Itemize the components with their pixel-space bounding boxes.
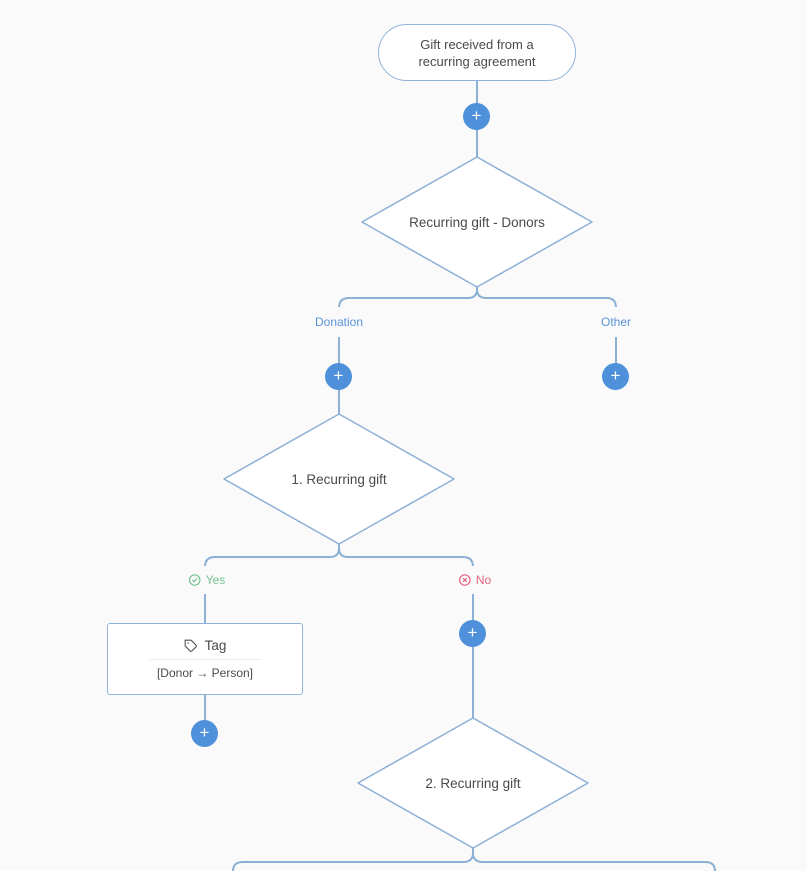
branch-label-donation: Donation — [307, 307, 371, 337]
add-step-button-yes-branch[interactable]: + — [191, 720, 218, 747]
branch-label-other: Other — [593, 307, 639, 337]
add-step-button-other[interactable]: + — [602, 363, 629, 390]
decision-node-recurring-1-label: 1. Recurring gift — [291, 471, 387, 487]
plus-icon: + — [467, 622, 478, 642]
outcome-label-yes-text: Yes — [205, 573, 226, 587]
outcome-label-no-text: No — [475, 573, 492, 587]
diamond-shape — [361, 156, 593, 288]
decision-node-recurring-1[interactable]: 1. Recurring gift — [221, 412, 457, 546]
tag-icon — [184, 639, 197, 652]
plus-icon: + — [610, 365, 621, 385]
add-step-button-donation[interactable]: + — [325, 363, 352, 390]
trigger-node-label: Gift received from a recurring agreement — [418, 36, 536, 69]
action-node-divider — [149, 659, 261, 660]
decision-node-recurring-2-label: 2. Recurring gift — [425, 775, 521, 791]
action-node-tag[interactable]: Tag [Donor → Person] — [107, 623, 303, 695]
decision-node-recurring-2[interactable]: 2. Recurring gift — [355, 716, 591, 850]
decision-node-donors[interactable]: Recurring gift - Donors — [359, 155, 595, 289]
plus-icon: + — [199, 722, 210, 742]
check-circle-icon — [188, 574, 201, 586]
add-step-button-trigger[interactable]: + — [463, 103, 490, 130]
decision-node-donors-label: Recurring gift - Donors — [409, 214, 545, 230]
diamond-shape — [223, 413, 455, 545]
outcome-label-no: No — [452, 566, 498, 594]
action-node-tag-title: Tag — [204, 638, 227, 653]
trigger-node[interactable]: Gift received from a recurring agreement — [378, 24, 576, 81]
diamond-shape — [357, 717, 589, 849]
plus-icon: + — [471, 105, 482, 125]
action-node-tag-detail: [Donor → Person] — [156, 666, 254, 680]
x-circle-icon — [459, 574, 471, 586]
add-step-button-no-branch[interactable]: + — [459, 620, 486, 647]
outcome-label-yes: Yes — [182, 566, 232, 594]
plus-icon: + — [333, 365, 344, 385]
